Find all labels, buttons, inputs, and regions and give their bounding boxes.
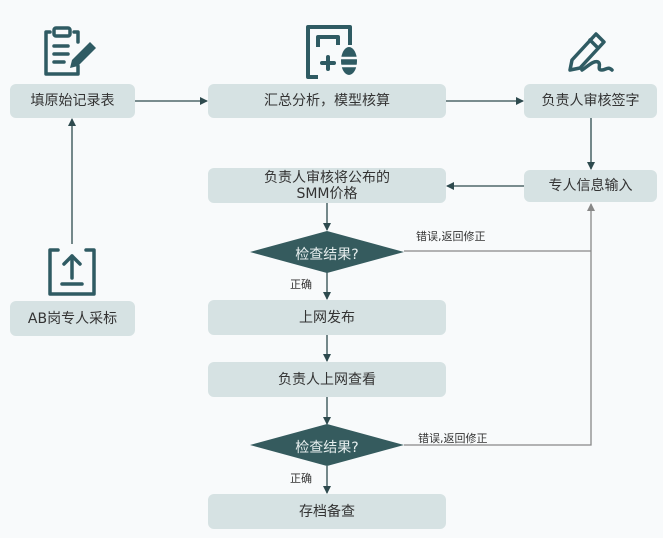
node-label: 负责人上网查看 <box>278 371 376 388</box>
node-label: AB岗专人采标 <box>27 310 118 327</box>
document-database-icon <box>306 25 357 79</box>
node-supervisor-sign: 负责人审核签字 <box>524 84 657 118</box>
pen-signature-icon <box>568 32 614 72</box>
node-label: 上网发布 <box>299 309 355 326</box>
node-label: 专人信息输入 <box>548 178 633 194</box>
node-summary-analysis: 汇总分析，模型核算 <box>208 84 446 118</box>
node-review-price: 负责人审核将公布的 SMM价格 <box>208 168 446 203</box>
node-supervisor-view: 负责人上网查看 <box>208 362 446 397</box>
node-label-line1: 负责人审核将公布的 <box>264 169 390 186</box>
node-archive: 存档备查 <box>208 494 446 529</box>
node-staff-input: 专人信息输入 <box>524 170 657 202</box>
decision-diamond-2 <box>250 424 404 466</box>
node-label: 填原始记录表 <box>30 93 115 109</box>
node-label: 汇总分析，模型核算 <box>264 93 390 109</box>
decision-label-1: 检查结果? <box>295 247 359 263</box>
edge-label-correct-2: 正确 <box>290 472 312 485</box>
decision-diamond-1 <box>250 231 404 273</box>
node-label-line2: SMM价格 <box>296 185 358 202</box>
arrow-check2-error-return <box>404 203 595 446</box>
edge-label-error-1: 错误,返回修正 <box>416 230 486 243</box>
node-label: 负责人审核签字 <box>541 93 640 109</box>
node-publish-online: 上网发布 <box>208 300 446 335</box>
node-label: 存档备查 <box>299 503 355 520</box>
node-ab-collect: AB岗专人采标 <box>10 301 135 336</box>
upload-icon <box>48 248 96 296</box>
node-fill-raw-record: 填原始记录表 <box>10 84 135 118</box>
edge-label-correct-1: 正确 <box>290 278 312 291</box>
decision-label-2: 检查结果? <box>295 440 359 456</box>
clipboard-pen-icon <box>44 26 96 76</box>
edge-label-error-2: 错误,返回修正 <box>418 432 488 445</box>
